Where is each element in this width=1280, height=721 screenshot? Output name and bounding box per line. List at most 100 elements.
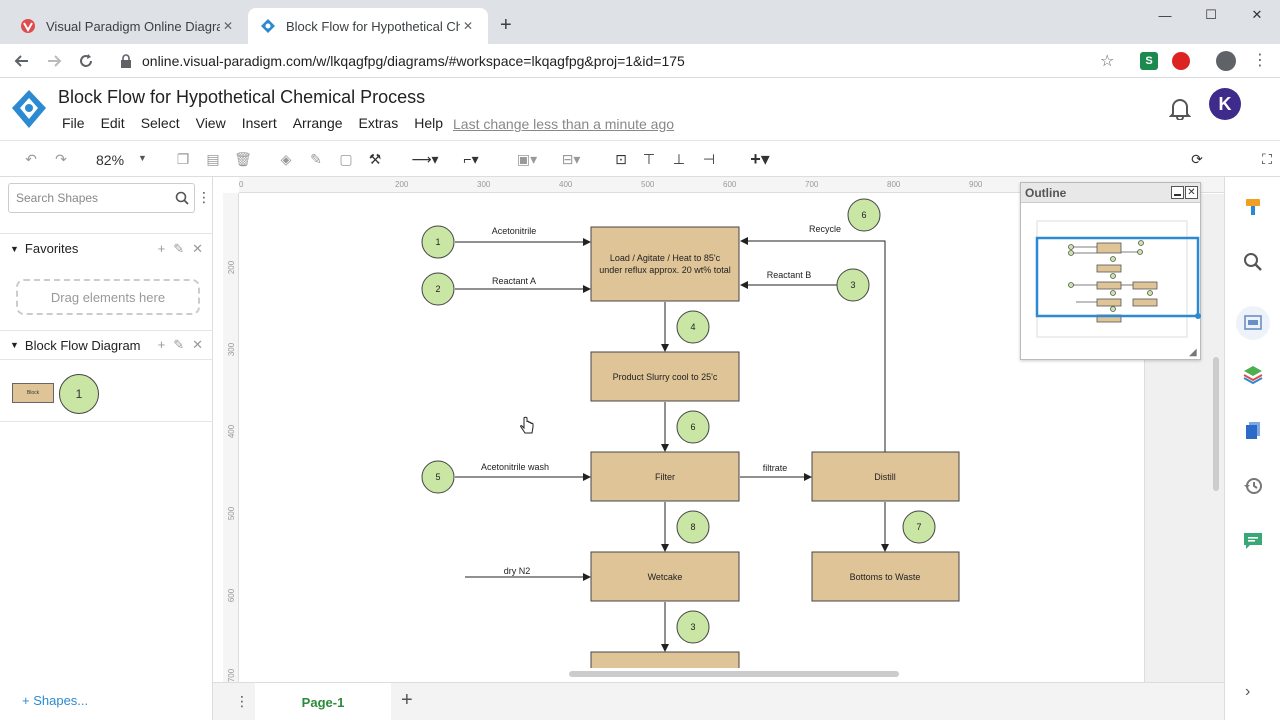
select-region-icon[interactable]: ⊡ bbox=[615, 150, 627, 167]
undo-icon[interactable]: ↶ bbox=[25, 150, 37, 167]
new-tab-plus-icon[interactable]: + bbox=[500, 14, 512, 36]
bookmark-star-icon[interactable]: ☆ bbox=[1100, 53, 1115, 70]
horizontal-ruler: 0 200 300 400 500 600 700 800 900 bbox=[239, 177, 1224, 193]
window-minimize-icon[interactable]: — bbox=[1158, 7, 1172, 23]
arrange-front-icon[interactable]: ▣▾ bbox=[516, 150, 538, 167]
format-painter-icon[interactable]: ⚒ bbox=[368, 150, 382, 167]
align-icon[interactable]: ⊟▾ bbox=[561, 150, 581, 167]
panel-menu-icon[interactable]: ⋮ bbox=[197, 189, 211, 205]
search-shapes-input[interactable]: Search Shapes bbox=[8, 183, 195, 213]
history-icon[interactable] bbox=[1241, 474, 1265, 498]
menu-arrange[interactable]: Arrange bbox=[292, 115, 343, 131]
menu-extras[interactable]: Extras bbox=[358, 115, 399, 131]
search-placeholder: Search Shapes bbox=[16, 191, 99, 205]
extension-s-icon[interactable]: S bbox=[1140, 52, 1158, 70]
diagram-toolbar: ↶ ↷ 82% ▼ ❐ ▤ 🗑 ◈ ✎ ▢ ⚒ ⟶▾ ⌐▾ ▣▾ ⊟▾ ⊡ ⊤ … bbox=[0, 141, 1280, 177]
connector-style-icon[interactable]: ⟶▾ bbox=[411, 150, 439, 167]
notification-bell-icon[interactable] bbox=[1169, 96, 1191, 120]
section-label: Block Flow Diagram bbox=[24, 337, 141, 353]
url-input[interactable]: online.visual-paradigm.com/w/lkqagfpg/di… bbox=[112, 47, 1128, 75]
waypoint-style-icon[interactable]: ⌐▾ bbox=[463, 150, 479, 167]
window-close-icon[interactable]: ✕ bbox=[1251, 7, 1263, 22]
fill-color-icon[interactable]: ◈ bbox=[280, 150, 292, 167]
tab-title: Visual Paradigm Online Diagrams bbox=[46, 18, 220, 34]
search-icon[interactable] bbox=[175, 191, 189, 205]
format-panel-icon[interactable] bbox=[1241, 195, 1265, 219]
add-icon[interactable]: + bbox=[157, 240, 166, 256]
outline-toggle-icon[interactable] bbox=[1236, 306, 1270, 340]
outline-minimize-icon[interactable] bbox=[1171, 186, 1184, 199]
circle-shape-thumbnail[interactable]: 1 bbox=[59, 374, 99, 414]
zoom-dropdown-icon[interactable]: ▼ bbox=[138, 153, 147, 163]
favorites-drop-zone[interactable]: Drag elements here bbox=[16, 279, 200, 315]
page-tab-1[interactable]: Page-1 bbox=[255, 683, 391, 721]
menu-edit[interactable]: Edit bbox=[100, 115, 125, 131]
forward-arrow-icon[interactable] bbox=[42, 49, 66, 73]
back-arrow-icon[interactable] bbox=[10, 49, 34, 73]
user-avatar[interactable]: K bbox=[1209, 88, 1241, 120]
zoom-level[interactable]: 82% bbox=[96, 152, 125, 168]
align-vertical-icon[interactable]: ⊥ bbox=[672, 150, 686, 167]
profile-avatar-icon[interactable] bbox=[1216, 51, 1236, 71]
outline-panel[interactable]: Outline ✕ bbox=[1020, 182, 1201, 360]
search-icon[interactable] bbox=[1241, 250, 1265, 274]
sync-icon[interactable]: ⟳ bbox=[1191, 150, 1203, 167]
page-menu-icon[interactable]: ⋮ bbox=[235, 693, 249, 709]
block-shape-thumbnail[interactable]: Block bbox=[12, 383, 54, 403]
url-text: online.visual-paradigm.com/w/lkqagfpg/di… bbox=[142, 53, 685, 69]
more-shapes-link[interactable]: + Shapes... bbox=[22, 693, 89, 708]
close-icon[interactable]: ✕ bbox=[192, 240, 203, 256]
align-horizontal-icon[interactable]: ⊣ bbox=[702, 150, 716, 167]
fullscreen-icon[interactable]: ⛶ bbox=[1262, 150, 1272, 167]
collapse-caret-icon[interactable]: ▼ bbox=[10, 243, 19, 254]
app-header: Block Flow for Hypothetical Chemical Pro… bbox=[0, 79, 1280, 141]
last-change-link[interactable]: Last change less than a minute ago bbox=[453, 116, 675, 132]
menu-insert[interactable]: Insert bbox=[241, 115, 277, 131]
redo-icon[interactable]: ↷ bbox=[55, 150, 67, 167]
edit-icon[interactable]: ✎ bbox=[173, 240, 185, 256]
tab-close-icon[interactable]: ✕ bbox=[462, 19, 474, 33]
copy-icon[interactable]: ❐ bbox=[176, 150, 190, 167]
shadow-icon[interactable]: ▢ bbox=[339, 150, 353, 167]
comments-icon[interactable] bbox=[1241, 529, 1265, 553]
paste-icon[interactable]: ▤ bbox=[206, 150, 220, 167]
add-icon[interactable]: + bbox=[157, 337, 166, 352]
outline-resize-handle[interactable]: ◢ bbox=[1189, 347, 1197, 358]
pages-icon[interactable] bbox=[1241, 418, 1265, 442]
main-menu-bar: File Edit Select View Insert Arrange Ext… bbox=[62, 115, 459, 131]
extension-red-icon[interactable] bbox=[1172, 52, 1190, 70]
tab-title: Block Flow for Hypothetical Chemical Pro… bbox=[286, 18, 460, 34]
collapse-caret-icon[interactable]: ▼ bbox=[10, 340, 19, 350]
add-page-plus-icon[interactable]: + bbox=[401, 689, 413, 711]
expand-sidebar-chevron-icon[interactable]: › bbox=[1245, 683, 1251, 700]
browser-tab-vp-diagrams[interactable]: Visual Paradigm Online Diagrams ✕ bbox=[8, 8, 248, 44]
edit-icon[interactable]: ✎ bbox=[173, 337, 185, 352]
tab-close-icon[interactable]: ✕ bbox=[222, 19, 234, 33]
favorites-label: Favorites bbox=[24, 241, 79, 256]
close-icon[interactable]: ✕ bbox=[192, 337, 203, 352]
layers-icon[interactable] bbox=[1241, 362, 1265, 386]
line-color-icon[interactable]: ✎ bbox=[310, 150, 322, 167]
shape-library-panel: Search Shapes ⋮ ▼ Favorites + ✎ ✕ Drag ele… bbox=[0, 177, 213, 720]
reload-icon[interactable] bbox=[74, 49, 98, 73]
drop-hint: Drag elements here bbox=[50, 289, 166, 305]
favorites-section-header[interactable]: ▼ Favorites + ✎ ✕ bbox=[0, 233, 213, 263]
menu-select[interactable]: Select bbox=[140, 115, 180, 131]
browser-tab-block-flow[interactable]: Block Flow for Hypothetical Chemical Pro… bbox=[248, 8, 488, 44]
outline-close-icon[interactable]: ✕ bbox=[1185, 186, 1198, 199]
horizontal-scrollbar[interactable] bbox=[569, 671, 899, 677]
visual-paradigm-logo-icon[interactable] bbox=[10, 88, 48, 130]
vertical-scrollbar[interactable] bbox=[1213, 357, 1219, 491]
insert-plus-icon[interactable]: +▾ bbox=[750, 148, 770, 169]
menu-view[interactable]: View bbox=[195, 115, 226, 131]
document-title[interactable]: Block Flow for Hypothetical Chemical Pro… bbox=[58, 87, 426, 107]
menu-help[interactable]: Help bbox=[414, 115, 444, 131]
delete-icon[interactable]: 🗑 bbox=[234, 150, 252, 167]
block-flow-section-header[interactable]: ▼ Block Flow Diagram + ✎ ✕ bbox=[0, 330, 213, 360]
browser-menu-icon[interactable]: ⋮ bbox=[1252, 52, 1268, 69]
menu-file[interactable]: File bbox=[62, 115, 85, 131]
diagram-page[interactable] bbox=[240, 194, 1144, 682]
window-maximize-icon[interactable]: ☐ bbox=[1205, 7, 1217, 22]
distribute-icon[interactable]: ⊤ bbox=[642, 150, 656, 167]
outline-preview bbox=[1035, 220, 1201, 338]
